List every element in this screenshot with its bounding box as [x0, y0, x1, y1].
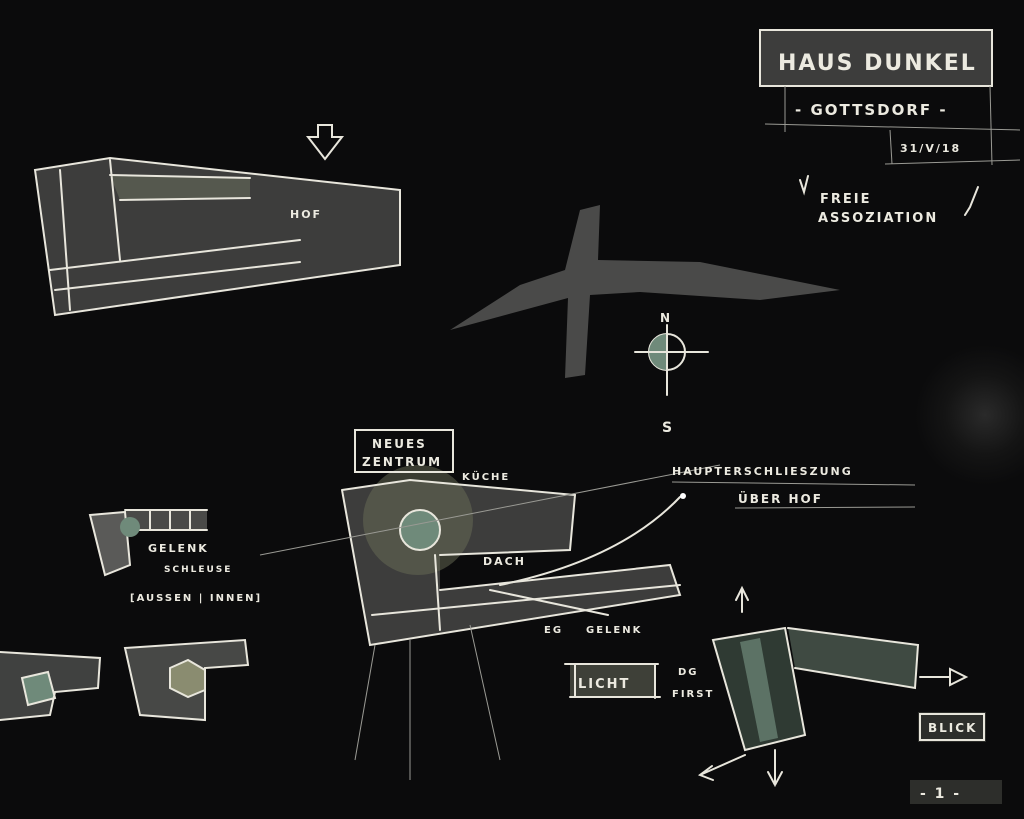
compass-south: S [662, 420, 674, 436]
neues-zentrum-box [354, 429, 454, 473]
check-marks [799, 175, 979, 216]
title-text: HAUS DUNKEL [778, 51, 977, 76]
label-access-1: HAUPTERSCHLIESZUNG [672, 465, 853, 478]
page-number: - 1 - [920, 786, 961, 802]
title-box-border [759, 29, 993, 87]
label-kueche: KÜCHE [462, 469, 510, 483]
date-text: 31/V/18 [900, 142, 961, 155]
label-dach: DACH [483, 555, 526, 568]
l-building: BLICK [697, 585, 986, 788]
label-blick: BLICK [928, 721, 977, 735]
title-block: HAUS DUNKEL - GOTTSDORF - 31/V/18 FREIE … [759, 29, 1021, 226]
small-plans [0, 638, 250, 722]
label-gelenk: GELENK [586, 625, 642, 636]
label-schleuse: SCHLEUSE [164, 565, 232, 575]
site-cross [450, 205, 840, 378]
floor-plan: NEUES ZENTRUM KÜCHE DACH HAUPTERSCHLIESZ… [259, 429, 916, 780]
note-line-1: FREIE [820, 192, 872, 207]
title-box [760, 30, 992, 86]
place-text: - GOTTSDORF - [795, 101, 948, 119]
label-first: FIRST [672, 689, 714, 700]
label-detail-gelenk: GELENK [148, 542, 209, 555]
perspective-sketch: HOF [33, 124, 401, 317]
label-dg: DG [678, 667, 699, 678]
hof-label: HOF [290, 208, 322, 221]
label-eg: EG [544, 625, 563, 636]
label-access-2: ÜBER HOF [738, 491, 823, 506]
joint-detail: GELENK SCHLEUSE [AUSSEN | INNEN] [88, 509, 262, 604]
compass-north: N [660, 311, 672, 325]
arrow-down-icon [305, 124, 345, 161]
label-zentrum: ZENTRUM [362, 455, 442, 469]
view-arrows-icon [697, 585, 969, 788]
label-licht: LICHT [578, 677, 630, 692]
note-line-2: ASSOZIATION [818, 211, 938, 226]
compass-icon: N S [634, 311, 709, 436]
label-aussen-innen: [AUSSEN | INNEN] [130, 593, 262, 604]
label-neues: NEUES [372, 437, 427, 451]
